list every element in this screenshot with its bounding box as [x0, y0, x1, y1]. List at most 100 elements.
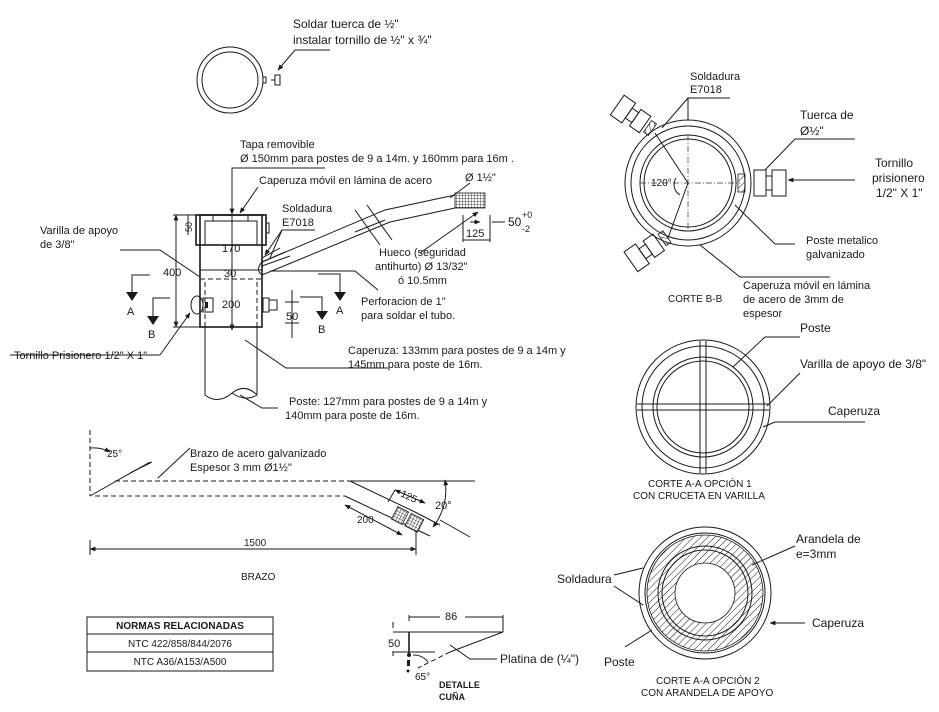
brazo-note-line2: Espesor 3 mm Ø1½": [190, 462, 292, 474]
soldadura-label-line2: E7018: [282, 217, 314, 229]
aa2-soldadura-label: Soldadura: [557, 572, 612, 586]
tuerca-icon: [753, 169, 767, 197]
poste-ring: [652, 356, 754, 458]
hueco-label-line2: antihurto) Ø 13/32": [375, 261, 468, 273]
varilla-label-line1: Varilla de apoyo: [40, 225, 118, 237]
normas-row-2: NTC A36/A153/A500: [134, 657, 227, 668]
tornillo-head-icon: [771, 169, 787, 197]
arm-tube-top: [261, 194, 456, 263]
caperuza-ring: [638, 526, 772, 660]
bolt-head-icon: [274, 74, 281, 86]
corte-aa-opcion1: Poste Varilla de apoyo de 3/8" Caperuza …: [633, 321, 926, 502]
tornillo-prisionero-icon: [190, 295, 204, 315]
platina-label: Platina de (¼"): [500, 652, 579, 666]
tube-diameter-label: Ø 1½": [465, 172, 496, 184]
ring-outer: [196, 46, 264, 114]
weld-hatch: [261, 247, 291, 267]
poste-metalico-line2: galvanizado: [806, 249, 865, 261]
aa1-poste-label: Poste: [800, 321, 831, 335]
aa1-caperuza-label: Caperuza: [828, 404, 880, 418]
tol-minus: -2: [522, 224, 530, 234]
tornillo-label-line1: Tornillo: [875, 156, 913, 170]
angle-25-label: 25°: [107, 449, 122, 460]
aa1-title-line1: CORTE A-A OPCIÓN 1: [648, 477, 752, 490]
perforacion-label-line1: Perforacion de 1": [361, 296, 446, 308]
poste-size-line1: Poste: 127mm para postes de 9 a 14m y: [289, 396, 488, 408]
dim-50-top-label: 50: [184, 222, 194, 232]
tuerca-label-line1: Tuerca de: [800, 108, 854, 122]
angle-120-label: 120°: [651, 178, 672, 189]
dim-50-label: 50: [388, 638, 400, 650]
corte-bb-title: CORTE B-B: [668, 294, 723, 305]
bb-caperuza-line2: de acero de 3mm de: [743, 294, 844, 306]
tol-plus: +0: [522, 210, 532, 220]
caperuza-size-line2: 145mm para poste de 16m.: [348, 359, 483, 371]
section-b-right: B: [318, 324, 325, 336]
aa2-caperuza-label: Caperuza: [812, 616, 864, 630]
aa2-poste-label: Poste: [604, 655, 635, 669]
platina-diagonal: [449, 631, 504, 653]
section-arrow-a-right: [334, 292, 346, 301]
top-note-line1: Soldar tuerca de ½": [293, 17, 399, 31]
section-a-right: A: [336, 305, 344, 317]
poste-metalico-line1: Poste metalico: [806, 235, 878, 247]
bb-caperuza-line3: espesor: [743, 308, 782, 320]
elevation-view: 400 50 170 30 200 50 125 50 +0 -2 A B A …: [10, 139, 566, 422]
angle-20-label: 20°: [435, 500, 452, 512]
side-nut-icon: [262, 297, 270, 313]
leader-line: [277, 49, 330, 71]
hueco-label-line3: ó 10.5mm: [398, 275, 447, 287]
dim-200-label: 200: [357, 515, 374, 526]
tornillo-label: Tornillo Prisionero 1/2" X 1": [14, 350, 147, 362]
arandela-label-line1: Arandela de: [796, 532, 861, 546]
corte-bb: 120° Soldadura E7018 Tuerca de Ø½": [609, 71, 925, 320]
caperuza-movil-label: Caperuza móvil en lámina de acero: [259, 175, 432, 187]
angle-65-label: 65°: [415, 672, 430, 683]
section-b-left: B: [148, 329, 155, 341]
dim-50-side-label: 50: [286, 311, 298, 323]
detalle-cuna: 86 50 65° Platina de (¼") DETALLE CUÑA: [388, 611, 579, 702]
caperuza-size-line1: Caperuza: 133mm para postes de 9 a 14m y: [348, 345, 566, 357]
tapa-label-line2: Ø 150mm para postes de 9 a 14m. y 160mm …: [240, 153, 514, 165]
arandela-hatch: [646, 534, 764, 652]
soldadura-label-line1: Soldadura: [282, 203, 333, 215]
tornillo-label-line2: prisionero: [872, 171, 925, 185]
section-a-left: A: [127, 306, 135, 318]
arandela-label-line2: e=3mm: [796, 547, 836, 561]
top-view: Soldar tuerca de ½" instalar tornillo de…: [196, 17, 432, 114]
varilla-label-line2: de 3/8": [40, 239, 75, 251]
dim-30-label: 30: [224, 268, 236, 280]
normas-table: NORMAS RELACIONADAS NTC 422/858/844/2076…: [86, 616, 274, 672]
aa1-varilla-label: Varilla de apoyo de 3/8": [800, 357, 926, 371]
section-arrow-b-left: [147, 316, 159, 325]
tornillo-label-line3: 1/2" X 1": [876, 186, 923, 200]
bb-soldadura-line1: Soldadura: [690, 71, 741, 83]
arm-tube-bottom: [261, 207, 456, 276]
tuerca-label-line2: Ø½": [800, 124, 824, 138]
poste-ring: [657, 545, 753, 641]
dim-400-label: 400: [163, 267, 181, 279]
dim-50-tol-label: 50: [508, 215, 522, 229]
bb-caperuza-line1: Caperuza móvil en lámina: [743, 280, 871, 292]
brazo-note-line1: Brazo de acero galvanizado: [190, 448, 326, 460]
arm-end-mesh: [454, 192, 486, 209]
tapa-label-line1: Tapa removible: [240, 139, 315, 151]
hueco-label-line1: Hueco (seguridad: [379, 247, 466, 259]
aa2-title-line1: CORTE A-A OPCIÓN 2: [656, 674, 760, 687]
normas-row-1: NTC 422/858/844/2076: [128, 639, 232, 650]
dim-125-label: 125: [466, 228, 484, 240]
dim-1500-label: 1500: [244, 538, 267, 549]
section-arrow-a-left: [126, 292, 138, 301]
dim-200-label: 200: [222, 299, 240, 311]
tapa-removible: [195, 214, 267, 246]
poste-size-line2: 140mm para poste de 16m.: [285, 410, 420, 422]
section-arrow-b-right: [316, 311, 328, 320]
cuna-title-line2: CUÑA: [439, 692, 465, 702]
top-note-line2: instalar tornillo de ½" x ¾": [293, 33, 432, 47]
caperuza-ring: [635, 339, 771, 475]
brazo-view: 25° Brazo de acero galvanizado Espesor 3…: [89, 430, 475, 583]
brazo-title: BRAZO: [241, 572, 276, 583]
dim-170-label: 170: [222, 243, 240, 255]
perforacion-label-line2: para soldar el tubo.: [361, 310, 455, 322]
